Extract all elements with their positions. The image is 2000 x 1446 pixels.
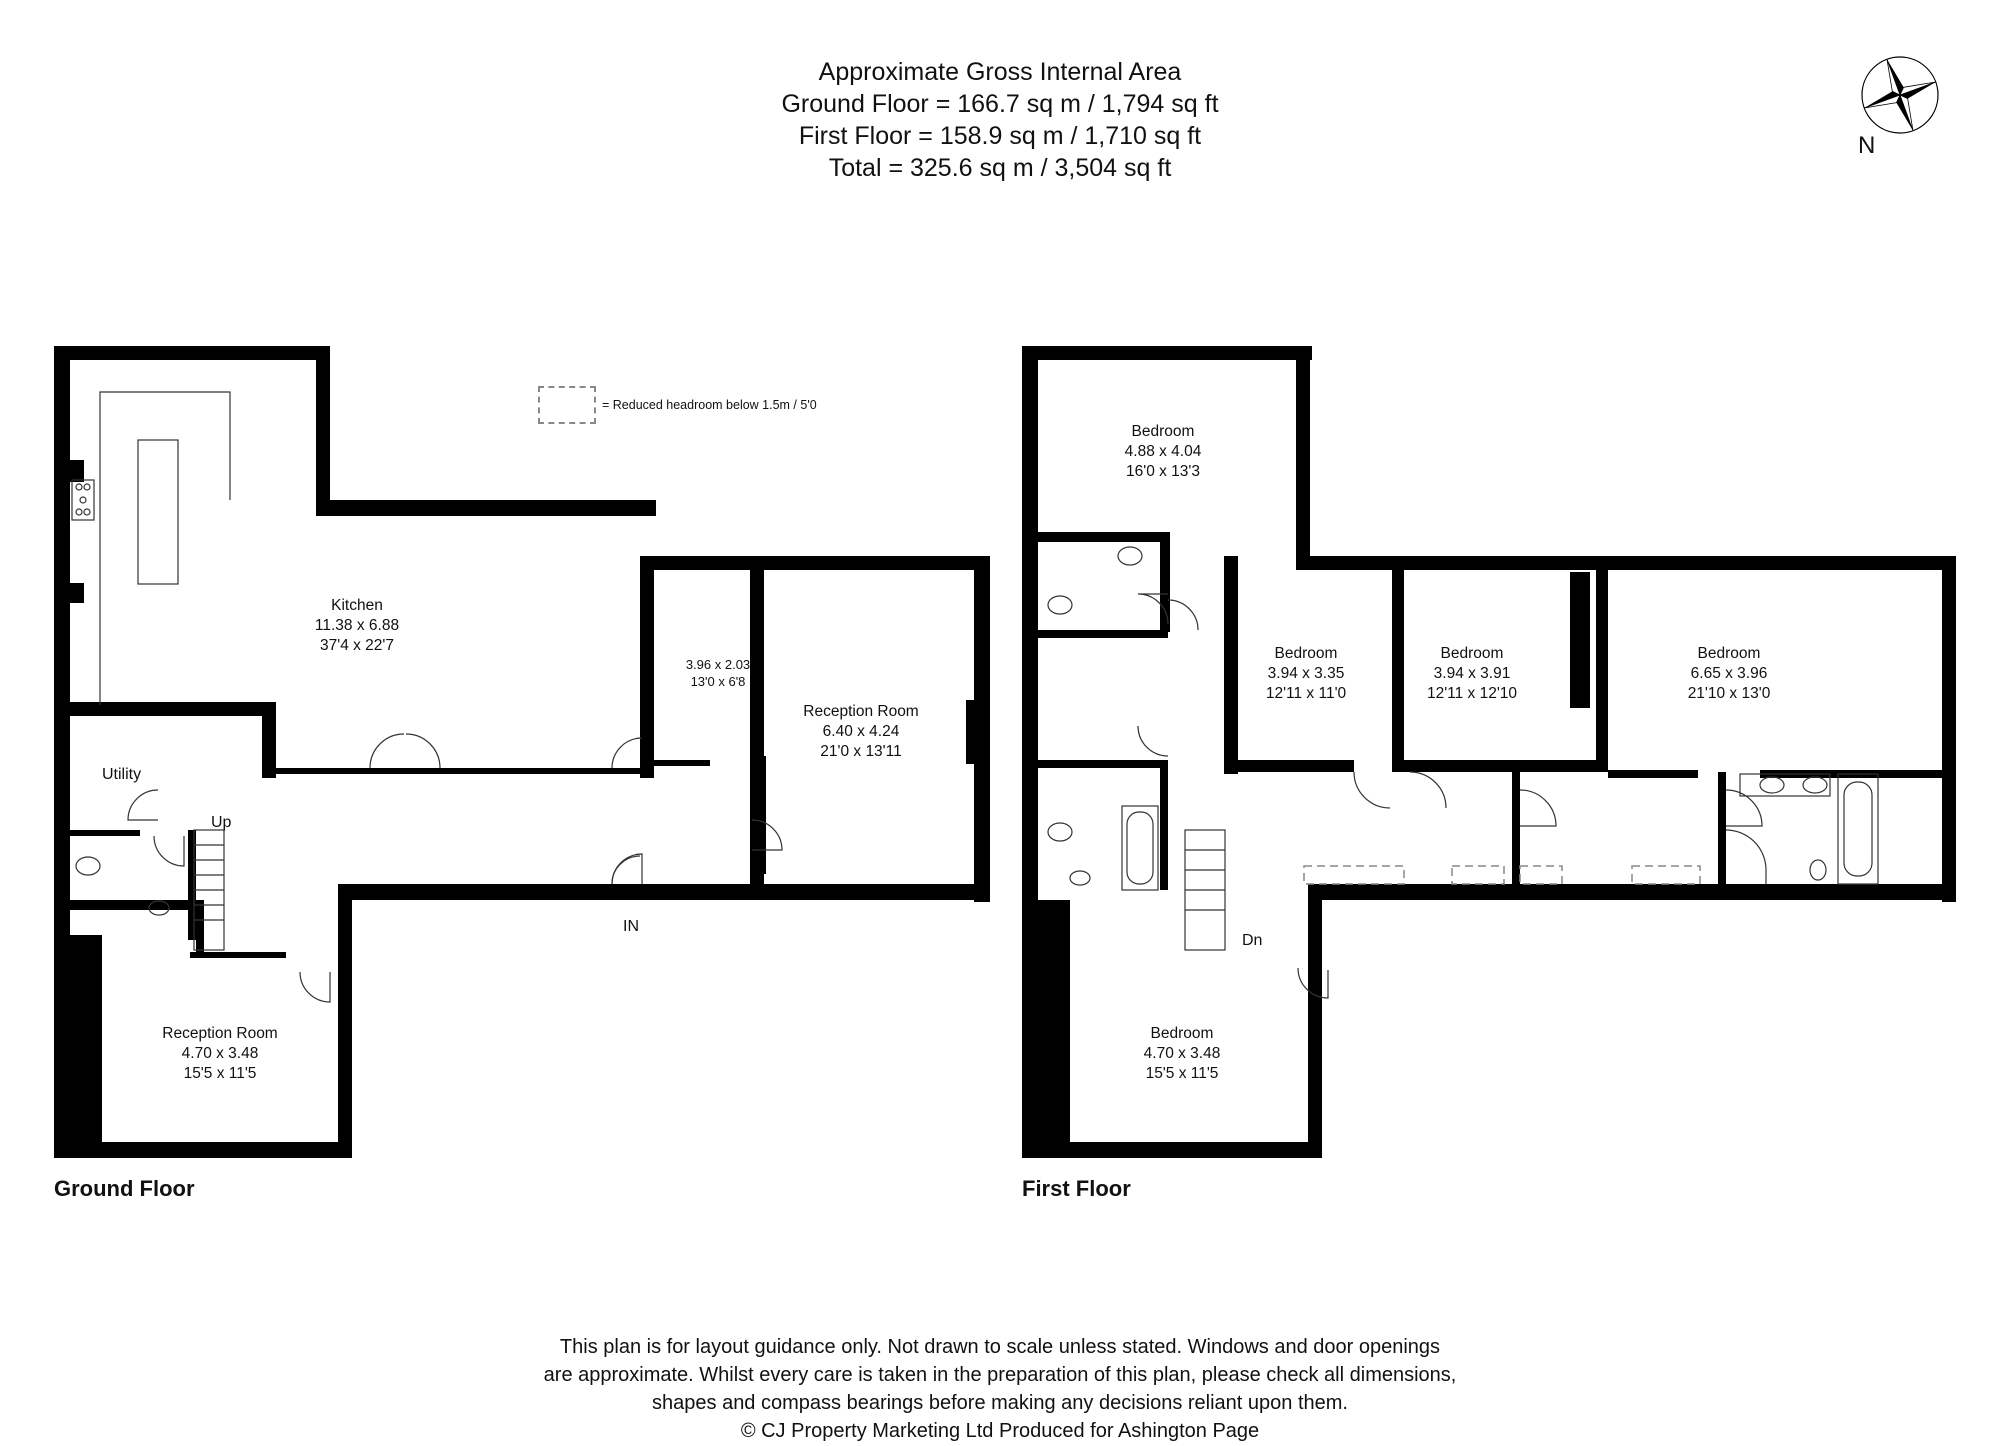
room-imperial: 16'0 x 13'3 [1125, 463, 1201, 480]
headroom-zones [1303, 865, 1701, 885]
room-label-bedroom-5: Bedroom 4.70 x 3.48 15'5 x 11'5 [1144, 1024, 1221, 1084]
room-metric: 4.88 x 4.04 [1124, 443, 1202, 460]
area-summary: Approximate Gross Internal Area Ground F… [0, 56, 2000, 184]
first-floor-title: First Floor [1022, 1176, 1131, 1201]
room-label-bedroom-3: Bedroom 3.94 x 3.91 12'11 x 12'10 [1427, 644, 1517, 704]
room-metric: 6.65 x 3.96 [1690, 665, 1768, 682]
room-metric: 4.70 x 3.48 [181, 1045, 259, 1062]
ground-floor-area: Ground Floor = 166.7 sq m / 1,794 sq ft [781, 90, 1219, 118]
room-label-bedroom-4: Bedroom 6.65 x 3.96 21'10 x 13'0 [1688, 644, 1771, 704]
room-metric: 3.94 x 3.91 [1433, 665, 1511, 682]
room-name: Kitchen [331, 597, 383, 614]
room-imperial: 15'5 x 11'5 [183, 1065, 257, 1082]
room-name: Reception Room [162, 1025, 278, 1042]
room-imperial: 12'11 x 12'10 [1426, 685, 1518, 702]
entrance-label: IN [623, 918, 639, 935]
area-title: Approximate Gross Internal Area [818, 58, 1182, 86]
ground-floor-plan [54, 346, 990, 1158]
compass-north-label: N [1858, 132, 1876, 159]
room-imperial: 12'11 x 11'0 [1265, 685, 1347, 702]
room-metric: 3.96 x 2.03 [685, 657, 751, 672]
disclaimer-line-1: This plan is for layout guidance only. N… [559, 1336, 1441, 1358]
room-metric: 11.38 x 6.88 [314, 617, 400, 634]
room-label-reception-room-1: Reception Room 6.40 x 4.24 21'0 x 13'11 [803, 702, 918, 762]
room-imperial: 21'10 x 13'0 [1687, 685, 1771, 702]
room-label-reception-room-2: Reception Room 4.70 x 3.48 15'5 x 11'5 [162, 1024, 277, 1084]
first-floor-area: First Floor = 158.9 sq m / 1,710 sq ft [798, 122, 1202, 150]
first-floor-fixtures [1047, 546, 1879, 999]
legend-text: = Reduced headroom below 1.5m / 5'0 [602, 398, 817, 412]
stairs-down-label: Dn [1242, 932, 1263, 949]
room-label-kitchen: Kitchen 11.38 x 6.88 37'4 x 22'7 [315, 596, 399, 656]
copyright: © CJ Property Marketing Ltd Produced for… [740, 1420, 1260, 1442]
stairs-up-label: Up [211, 814, 232, 831]
room-metric: 4.70 x 3.48 [1143, 1045, 1221, 1062]
disclaimer-line-2: are approximate. Whilst every care is ta… [543, 1364, 1457, 1386]
room-label-bedroom-1: Bedroom 4.88 x 4.04 16'0 x 13'3 [1125, 422, 1202, 482]
room-imperial: 13'0 x 6'8 [690, 674, 746, 689]
first-floor-plan [1022, 346, 1956, 1158]
room-imperial: 37'4 x 22'7 [319, 637, 395, 654]
room-label-study: 3.96 x 2.03 13'0 x 6'8 [686, 656, 750, 690]
room-imperial: 15'5 x 11'5 [1145, 1065, 1219, 1082]
ground-floor-title: Ground Floor [54, 1176, 195, 1201]
disclaimer: This plan is for layout guidance only. N… [0, 1333, 2000, 1445]
room-imperial: 21'0 x 13'11 [820, 743, 902, 760]
dashed-box-icon [538, 386, 596, 424]
room-name: Bedroom [1150, 1025, 1214, 1042]
ground-floor-fixtures [71, 391, 783, 1003]
room-name: Bedroom [1131, 423, 1195, 440]
room-name: Bedroom [1697, 645, 1761, 662]
room-metric: 3.94 x 3.35 [1267, 665, 1345, 682]
compass-rose-icon [1861, 56, 1939, 134]
total-area: Total = 325.6 sq m / 3,504 sq ft [828, 154, 1172, 182]
room-name: Bedroom [1440, 645, 1504, 662]
room-name: Bedroom [1274, 645, 1338, 662]
room-name: Reception Room [803, 703, 919, 720]
utility-label: Utility [102, 766, 142, 783]
headroom-legend: = Reduced headroom below 1.5m / 5'0 [538, 386, 817, 424]
disclaimer-line-3: shapes and compass bearings before makin… [652, 1392, 1348, 1414]
room-metric: 6.40 x 4.24 [822, 723, 900, 740]
room-label-bedroom-2: Bedroom 3.94 x 3.35 12'11 x 11'0 [1266, 644, 1346, 704]
